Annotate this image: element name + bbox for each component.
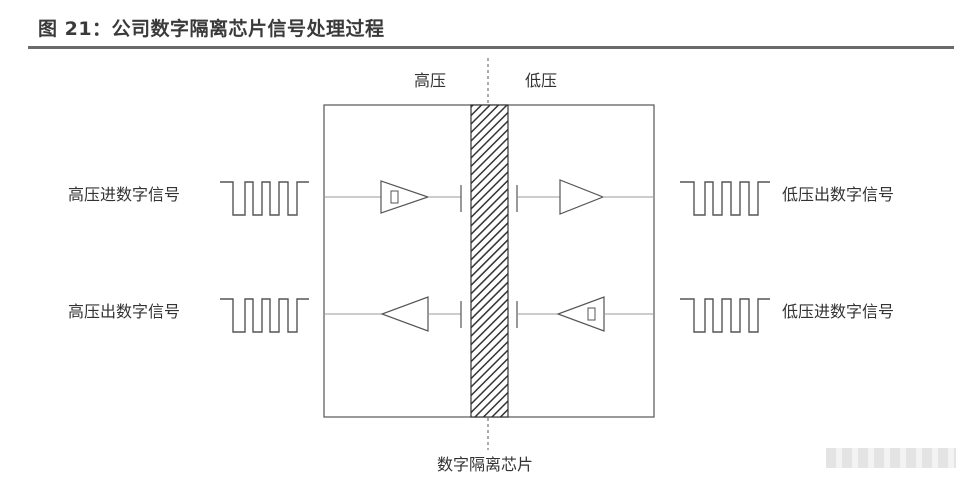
watermark	[826, 448, 956, 468]
hv-in-label: 高压进数字信号	[68, 185, 180, 204]
lv-in-square-wave	[680, 298, 770, 333]
figure-title: 图 21：公司数字隔离芯片信号处理过程	[38, 18, 385, 40]
row1-left-buffer	[380, 180, 430, 214]
hv-in-square-wave	[220, 181, 309, 216]
chip-label: 数字隔离芯片	[437, 455, 533, 474]
lv-in-label: 低压进数字信号	[782, 302, 894, 321]
hv-out-square-wave	[220, 298, 309, 333]
title-underline	[28, 46, 954, 49]
lv-out-label: 低压出数字信号	[782, 185, 894, 204]
hv-out-label: 高压出数字信号	[68, 302, 180, 321]
row1-left-schmitt-icon	[390, 190, 399, 204]
row1-right-buffer	[559, 179, 605, 215]
row2-right-buffer	[556, 296, 605, 332]
row2-right-schmitt-icon	[587, 307, 596, 321]
low-voltage-label: 低压	[525, 71, 557, 90]
lv-out-square-wave	[680, 181, 770, 216]
high-voltage-label: 高压	[414, 71, 446, 90]
isolation-barrier	[470, 104, 509, 418]
row2-left-buffer	[380, 296, 429, 332]
